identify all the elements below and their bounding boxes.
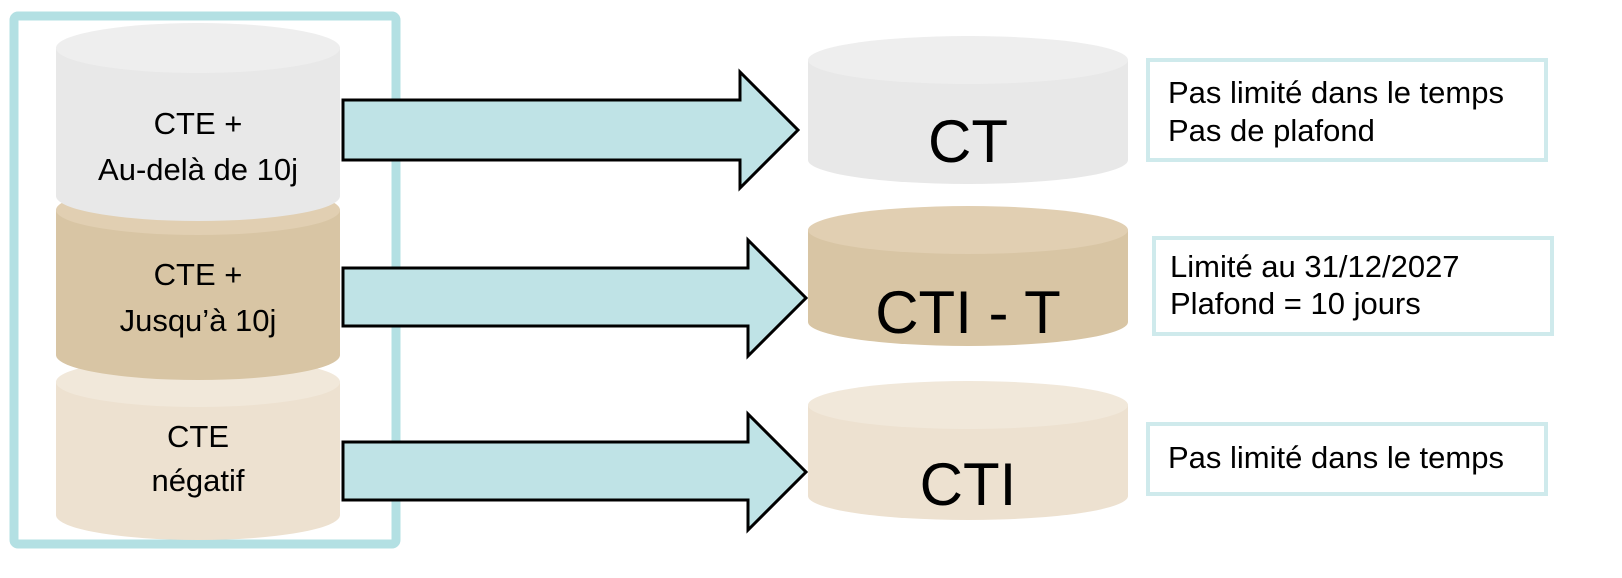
source-label-line1: CTE + (154, 257, 243, 292)
source-label-line1: CTE (167, 419, 229, 454)
note-box-cti: Pas limité dans le temps (1146, 422, 1548, 496)
target-cylinder-cti: CTI (808, 381, 1128, 520)
source-label-line2: Jusqu’à 10j (120, 303, 277, 338)
source-cylinder-negatif: CTE négatif (56, 357, 340, 540)
arrow-to-cti (341, 410, 809, 534)
target-label: CTI - T (875, 279, 1061, 346)
target-label: CTI (920, 451, 1017, 518)
note-line: Pas de plafond (1168, 113, 1375, 148)
note-line: Pas limité dans le temps (1168, 75, 1504, 110)
target-cylinder-ct: CT (808, 36, 1128, 184)
note-line: Limité au 31/12/2027 (1170, 249, 1460, 284)
note-box-ct: Pas limité dans le temps Pas de plafond (1146, 58, 1548, 162)
note-line: Plafond = 10 jours (1170, 286, 1421, 321)
arrow-to-ct (341, 68, 801, 192)
arrow-to-cti-t (341, 236, 809, 360)
source-label-line1: CTE + (154, 106, 243, 141)
note-line: Pas limité dans le temps (1168, 440, 1504, 475)
source-label-line2: négatif (151, 463, 244, 498)
source-cylinder-audela: CTE + Au-delà de 10j (56, 23, 340, 221)
source-label-line2: Au-delà de 10j (98, 152, 298, 187)
note-box-cti-t: Limité au 31/12/2027 Plafond = 10 jours (1152, 236, 1554, 336)
target-cylinder-cti-t: CTI - T (808, 206, 1128, 346)
target-label: CT (928, 108, 1008, 175)
